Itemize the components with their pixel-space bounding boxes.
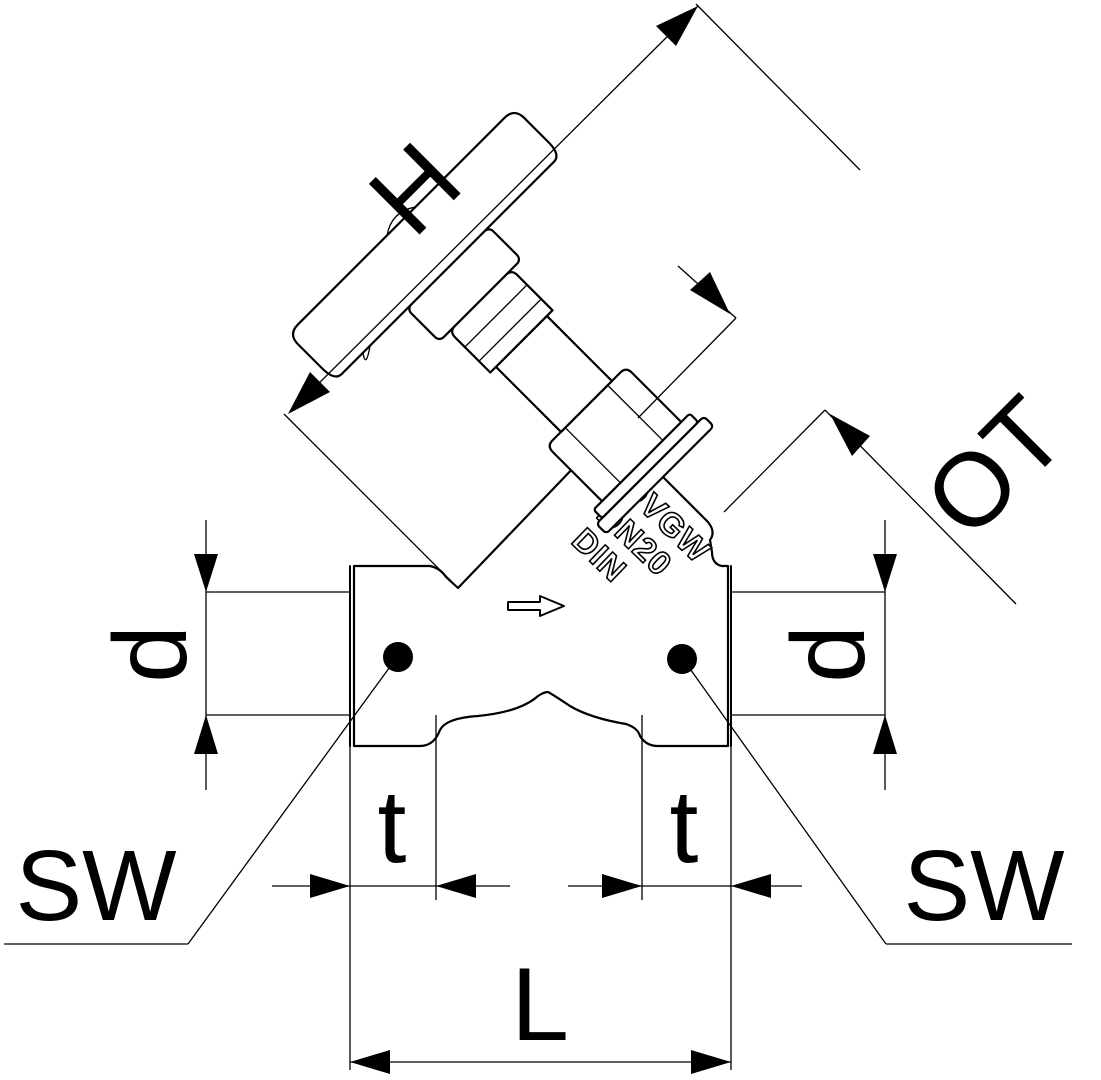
d-right-arrow-bottom bbox=[873, 715, 897, 754]
h-extension-bottom bbox=[283, 413, 455, 585]
dimension-d-left: d bbox=[93, 520, 350, 790]
sw-left-leader bbox=[187, 663, 393, 945]
nut-line bbox=[464, 284, 528, 348]
sw-left-label: SW bbox=[15, 830, 177, 942]
sw-right-leader bbox=[687, 665, 887, 945]
sw-left-callout: SW bbox=[4, 663, 393, 945]
ot-arrow-bottom bbox=[830, 414, 870, 456]
h-arrow-top bbox=[656, 6, 698, 46]
t-right-arrow-inner bbox=[602, 874, 642, 898]
nut-line bbox=[478, 298, 542, 362]
d-right-label: d bbox=[771, 625, 887, 683]
d-left-arrow-top bbox=[194, 554, 218, 592]
right-port-dot bbox=[667, 644, 697, 674]
left-port-dot bbox=[383, 642, 413, 672]
hex-facet bbox=[607, 384, 664, 441]
d-right-arrow-top bbox=[873, 554, 897, 592]
flow-arrow-icon bbox=[507, 595, 565, 617]
dimension-d-right: d bbox=[731, 520, 897, 790]
valve-body: DVGW DN20 DIN bbox=[349, 430, 732, 748]
h-dimension-line bbox=[289, 5, 699, 413]
dimension-t-left: t bbox=[272, 746, 510, 1070]
dimension-t-right: t bbox=[568, 746, 802, 1070]
t-right-arrow-outer bbox=[731, 874, 771, 898]
d-left-label: d bbox=[93, 625, 209, 683]
sw-right-callout: SW bbox=[687, 665, 1072, 945]
handwheel-detail bbox=[362, 345, 371, 361]
d-left-arrow-bottom bbox=[194, 715, 218, 754]
ot-arrow-top bbox=[690, 272, 730, 314]
valve-upper-assembly bbox=[291, 111, 714, 534]
l-arrow-right bbox=[691, 1050, 731, 1074]
sw-right-label: SW bbox=[903, 830, 1065, 942]
ot-label: OT bbox=[903, 375, 1087, 559]
t-left-arrow-outer bbox=[310, 874, 350, 898]
h-arrow-bottom bbox=[288, 372, 330, 414]
hex-facet bbox=[564, 427, 621, 484]
l-arrow-left bbox=[350, 1050, 390, 1074]
bonnet-hex-nut bbox=[548, 368, 683, 503]
ot-extension-bottom bbox=[723, 409, 826, 513]
handwheel bbox=[291, 111, 558, 378]
handwheel-grip bbox=[386, 206, 416, 236]
valve-body-outline bbox=[352, 430, 730, 748]
h-extension-top bbox=[695, 3, 861, 171]
t-left-label: t bbox=[378, 769, 407, 885]
dimension-l: L bbox=[350, 947, 731, 1074]
l-label: L bbox=[511, 947, 569, 1063]
ot-extension-top bbox=[637, 317, 737, 419]
t-right-label: t bbox=[670, 769, 699, 885]
t-left-arrow-inner bbox=[436, 874, 476, 898]
